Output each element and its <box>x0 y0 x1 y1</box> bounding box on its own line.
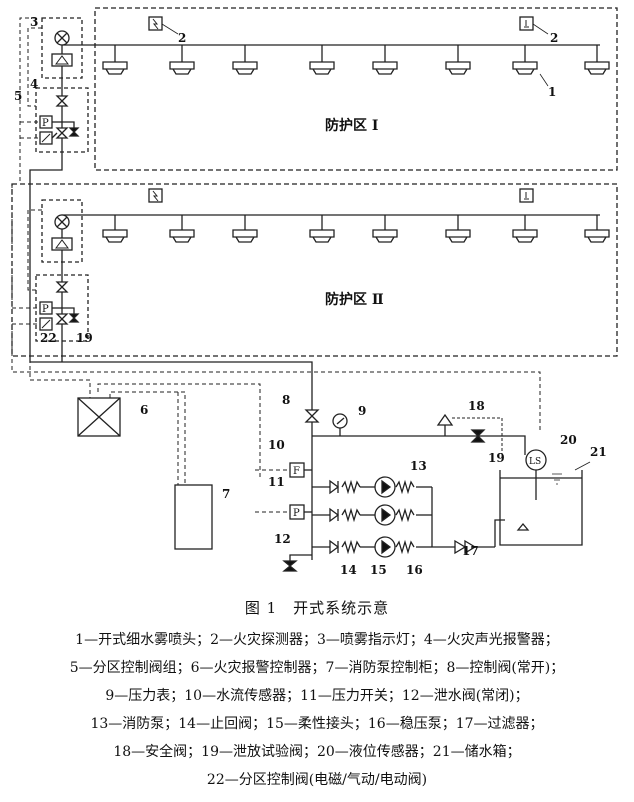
check-valve <box>329 539 340 555</box>
nozzle <box>512 229 538 243</box>
legend-line: 9—压力表；10—水流传感器；11—压力开关；12—泄水阀(常闭)； <box>105 688 529 704</box>
nozzle <box>232 61 258 75</box>
nozzle <box>309 61 335 75</box>
label-7: 7 <box>222 487 230 501</box>
nozzle <box>309 229 335 243</box>
nozzle <box>445 61 471 75</box>
label-8: 8 <box>282 393 290 407</box>
pressure-symbol: P <box>42 118 49 129</box>
signal-wiring <box>11 17 541 513</box>
flexible-joint <box>341 479 361 495</box>
nozzle <box>102 61 128 75</box>
zone-1-boundary <box>94 7 618 171</box>
fire-pump-row <box>329 476 432 498</box>
control-valve <box>55 95 69 107</box>
check-valve <box>329 507 340 523</box>
test-valve <box>68 127 80 137</box>
label-22: 22 <box>40 331 57 345</box>
pressure-symbol: P <box>293 508 300 519</box>
fire-pump-row <box>329 504 432 526</box>
zone-control-valve <box>55 313 69 325</box>
legend-line: 1—开式细水雾喷头；2—火灾探测器；3—喷雾指示灯；4—火灾声光报警器； <box>75 632 559 648</box>
zone-2-boundary <box>11 183 618 357</box>
jockey-pump-row <box>329 536 432 558</box>
nozzle <box>512 61 538 75</box>
nozzle <box>584 229 610 243</box>
relief-valve <box>436 413 454 426</box>
zone-2 <box>11 183 618 357</box>
label-21: 21 <box>590 445 607 459</box>
level-symbol: LS <box>529 457 541 467</box>
fire-alarm-sounder <box>51 237 73 251</box>
control-valve-8 <box>304 409 320 423</box>
flexible-joint <box>341 507 361 523</box>
zone-1-alarm-box <box>41 17 83 79</box>
system-diagram: 防护区 Ⅰ 防护区 Ⅱ 1 2 2 3 4 5 6 7 8 9 10 11 12… <box>11 7 618 577</box>
check-valve <box>329 479 340 495</box>
test-return-pipe <box>312 435 526 455</box>
relief-test-valve <box>470 429 486 443</box>
flow-symbol: F <box>293 466 300 477</box>
zone-1 <box>35 7 618 171</box>
label-16: 16 <box>406 563 423 577</box>
zone-2-label: 防护区 Ⅱ <box>325 291 384 308</box>
label-14: 14 <box>340 563 357 577</box>
control-valve <box>55 281 69 293</box>
storage-tank <box>499 461 591 546</box>
pressure-symbol: P <box>42 304 49 315</box>
test-valve <box>68 313 80 323</box>
label-15: 15 <box>370 563 387 577</box>
label-2: 2 <box>550 31 558 45</box>
label-5: 5 <box>14 89 22 103</box>
zone-1-detectors <box>148 16 549 87</box>
nozzle <box>102 229 128 243</box>
pump-control-cabinet <box>174 484 213 550</box>
label-18: 18 <box>468 399 485 413</box>
label-1: 1 <box>548 85 556 99</box>
nozzle <box>584 61 610 75</box>
label-19: 19 <box>488 451 505 465</box>
drain-valve <box>282 560 298 572</box>
label-3: 3 <box>30 15 38 29</box>
legend-line: 13—消防泵；14—止回阀；15—柔性接头；16—稳压泵；17—过滤器； <box>90 716 544 732</box>
zone-1-nozzles <box>102 45 610 75</box>
label-13: 13 <box>410 459 427 473</box>
spray-indicator-light <box>54 214 70 230</box>
label-4: 4 <box>30 77 38 91</box>
zone-2-alarm-box <box>41 199 83 263</box>
label-2: 2 <box>178 31 186 45</box>
zone-1-label: 防护区 Ⅰ <box>325 117 378 134</box>
nozzle <box>445 229 471 243</box>
legend-line: 18—安全阀；19—泄放试验阀；20—液位传感器；21—储水箱； <box>113 744 521 760</box>
label-11: 11 <box>268 475 285 489</box>
nozzle <box>372 61 398 75</box>
supply-main <box>29 160 313 560</box>
legend-line: 22—分区控制阀(电磁/气动/电动阀) <box>206 772 428 788</box>
nozzle <box>232 229 258 243</box>
fire-alarm-controller <box>77 397 121 437</box>
legend: 1—开式细水雾喷头；2—火灾探测器；3—喷雾指示灯；4—火灾声光报警器； 5—分… <box>0 626 634 794</box>
label-20: 20 <box>560 433 577 447</box>
label-19: 19 <box>76 331 93 345</box>
zone-2-nozzles <box>102 215 610 243</box>
figure-caption: 图 1 开式系统示意 <box>244 599 390 617</box>
flexible-joint <box>341 539 361 555</box>
fire-alarm-sounder <box>51 53 73 67</box>
nozzle <box>169 61 195 75</box>
zone-control-valve <box>55 127 69 139</box>
label-9: 9 <box>358 404 366 418</box>
filter <box>454 539 477 555</box>
label-17: 17 <box>462 544 479 558</box>
label-10: 10 <box>268 438 285 452</box>
legend-line: 5—分区控制阀组；6—火灾报警控制器；7—消防泵控制柜；8—控制阀(常开)； <box>69 660 565 676</box>
label-6: 6 <box>140 403 148 417</box>
spray-indicator-light <box>54 30 70 46</box>
label-12: 12 <box>274 532 291 546</box>
nozzle <box>372 229 398 243</box>
nozzle <box>169 229 195 243</box>
